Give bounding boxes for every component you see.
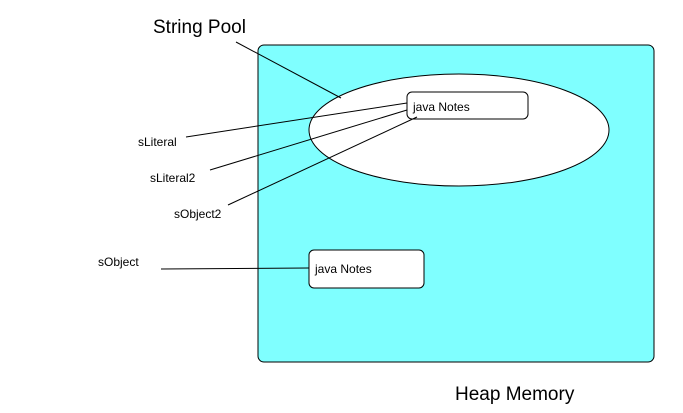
sobject-reference-line: [160, 267, 310, 270]
heap-memory-title: Heap Memory: [455, 384, 575, 405]
sliteral-reference-line: [185, 102, 408, 138]
heap-object-box: [308, 249, 425, 289]
pool-object-box: [406, 91, 529, 120]
sobject2-reference-line: [227, 116, 418, 206]
heap-object-text: java Notes: [314, 262, 372, 276]
sobject2-label: sObject2: [174, 207, 222, 221]
string-pool-title-pointer: [235, 41, 342, 99]
sobject-label: sObject: [98, 255, 139, 269]
string-pool-title: String Pool: [153, 17, 246, 38]
sliteral2-label: sLiteral2: [150, 171, 196, 185]
sliteral2-reference-line: [209, 109, 408, 171]
string-pool-region: [308, 73, 610, 187]
pool-object-text: java Notes: [412, 100, 470, 114]
sliteral-label: sLiteral: [138, 135, 177, 149]
